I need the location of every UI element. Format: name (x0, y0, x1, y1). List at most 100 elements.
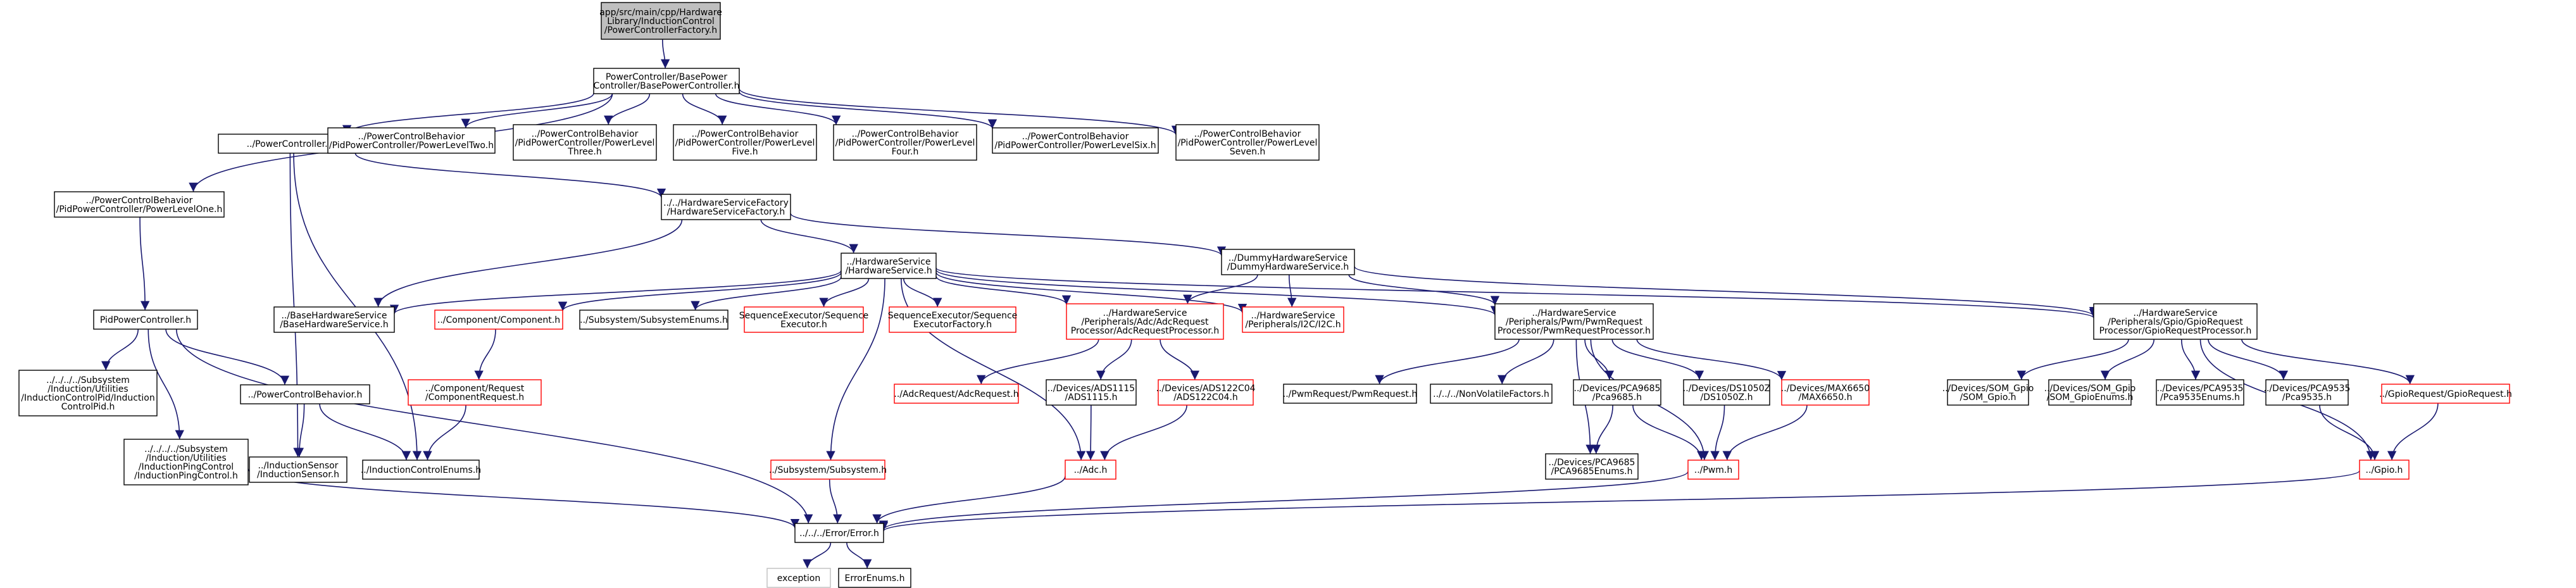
node-label-line: /PidPowerController/PowerLevelSix.h (994, 141, 1156, 151)
file-node-pca9535e[interactable]: ../Devices/PCA9535/Pca9535Enums.h (2156, 379, 2244, 406)
file-node-gpioreq[interactable]: ../GpioRequest/GpioRequest.h (2379, 384, 2512, 404)
file-node-sse[interactable]: ../Subsystem/SubsystemEnums.h (579, 310, 728, 330)
node-box (833, 124, 977, 161)
node-label-line: ../Devices/PCA9535 (2157, 384, 2244, 394)
edge-adcrp-to-adcreq (977, 339, 1099, 385)
file-node-pwm[interactable]: ../Pwm.h (1687, 460, 1739, 480)
node-label-line: ../../../../Subsystem (46, 375, 130, 385)
node-label-line: ../../../../Subsystem (144, 444, 228, 454)
node-box (889, 306, 1016, 333)
file-node-subsys[interactable]: ../Subsystem/Subsystem.h (769, 460, 887, 480)
node-label-line: ../GpioRequest/GpioRequest.h (2379, 389, 2512, 399)
file-node-pwmrp[interactable]: ../HardwareService/Peripherals/Pwm/PwmRe… (1494, 303, 1654, 340)
node-label-line: ../PowerControlBehavior (358, 132, 465, 142)
file-node-i2c[interactable]: ../HardwareService/Peripherals/I2C/I2C.h (1242, 306, 1344, 333)
edge-hs-to-subsys (826, 278, 885, 461)
edge-pwmrp-to-pwmreq (1375, 339, 1520, 385)
file-node-adcrp[interactable]: ../HardwareService/Peripherals/Adc/AdcRe… (1066, 303, 1224, 340)
file-node-pl2[interactable]: ../PowerControlBehavior/PidPowerControll… (327, 127, 496, 154)
node-label-line: /Induction/Utilities (47, 384, 128, 394)
node-label-line: Four.h (892, 147, 919, 157)
file-node-hsf[interactable]: ../../HardwareServiceFactory/HardwareSer… (661, 194, 791, 220)
node-label-line: ControlPid.h (61, 402, 115, 412)
file-node-ads1115[interactable]: ../Devices/ADS1115/ADS1115.h (1046, 379, 1137, 406)
edge-dhs-to-i2c (1287, 274, 1297, 308)
node-box (362, 460, 480, 480)
file-node-pl4[interactable]: ../PowerControlBehavior/PidPowerControll… (833, 124, 977, 161)
node-label-line: ../../HardwareServiceFactory (663, 198, 789, 208)
file-node-gpiorp[interactable]: ../HardwareService/Peripherals/Gpio/Gpio… (2093, 303, 2258, 340)
file-node-pl5[interactable]: ../PowerControlBehavior/PidPowerControll… (673, 124, 817, 161)
node-label-line: Library/InductionControl (607, 16, 715, 27)
file-node-bhs[interactable]: ../BaseHardwareService/BaseHardwareServi… (273, 306, 395, 333)
file-node-ice[interactable]: ../InductionControlEnums.h (361, 460, 481, 480)
file-node-seqf[interactable]: SequenceExecutor/SequenceExecutorFactory… (888, 306, 1018, 333)
file-node-icpid[interactable]: ../../../../Subsystem/Induction/Utilitie… (18, 370, 158, 416)
node-box (273, 306, 395, 333)
edge-gpiorp-to-somgpioe (2100, 339, 2155, 380)
edge-pwmrp-to-max6650 (1636, 339, 1787, 380)
node-label-line: /HardwareService.h (845, 266, 932, 276)
file-nodes: app/src/main/cpp/HardwareLibrary/Inducti… (18, 2, 2512, 588)
file-node-somgpioe[interactable]: ../Devices/SOM_Gpio/SOM_GpioEnums.h (2044, 379, 2136, 406)
file-node-pl7[interactable]: ../PowerControlBehavior/PidPowerControll… (1175, 124, 1320, 161)
edge-subsys-to-err (828, 479, 842, 524)
edge-hs-to-adc (901, 278, 1086, 461)
node-label-line: ../Subsystem/SubsystemEnums.h (580, 315, 728, 325)
file-node-adc[interactable]: ../Adc.h (1065, 460, 1116, 480)
edge-gpiorp-to-pca9535 (2208, 339, 2289, 380)
file-node-pl3[interactable]: ../PowerControlBehavior/PidPowerControll… (513, 124, 657, 161)
file-node-nvf[interactable]: ../../../NonVolatileFactors.h (1430, 384, 1553, 404)
node-box (1066, 303, 1224, 340)
file-node-comp[interactable]: ../Component/Component.h (434, 310, 563, 330)
file-node-isens[interactable]: ../InductionSensor/InductionSensor.h (249, 456, 347, 483)
file-node-pcb[interactable]: ../PowerControlBehavior.h (240, 384, 370, 404)
node-label-line: /PidPowerController/PowerLevel (515, 138, 655, 148)
file-node-adcreq[interactable]: ../AdcRequest/AdcRequest.h (894, 384, 1019, 404)
file-node-bpc[interactable]: PowerController/BasePowerController/Base… (593, 68, 740, 94)
file-node-ipc[interactable]: ../../../../Subsystem/Induction/Utilitie… (123, 439, 249, 485)
node-label-line: ../Devices/SOM_Gpio (1942, 384, 2034, 394)
node-box (1046, 379, 1137, 406)
file-node-seqe[interactable]: SequenceExecutor/SequenceExecutor.h (739, 306, 869, 333)
file-node-dhs[interactable]: ../DummyHardwareService/DummyHardwareSer… (1221, 249, 1355, 275)
node-label-line: /InductionPingControl (139, 462, 234, 472)
file-node-pca9685[interactable]: ../Devices/PCA9685/Pca9685.h (1573, 379, 1661, 406)
edge-pl1-to-pidpc (139, 216, 150, 311)
file-node-max6650[interactable]: ../Devices/MAX6650/MAX6650.h (1781, 379, 1870, 406)
file-node-errenum[interactable]: ErrorEnums.h (838, 568, 911, 588)
edge-adc-to-err (872, 475, 1066, 524)
file-node-pca9685e[interactable]: ../Devices/PCA9685/PCA9685Enums.h (1545, 453, 1639, 480)
edge-hsf-to-hs (760, 219, 858, 254)
file-node-pwmreq[interactable]: ../PwmRequest/PwmRequest.h (1283, 384, 1417, 404)
file-node-hs[interactable]: ../HardwareService/HardwareService.h (841, 253, 937, 279)
file-node-pl6[interactable]: ../PowerControlBehavior/PidPowerControll… (992, 127, 1159, 154)
file-node-somgpio[interactable]: ../Devices/SOM_Gpio/SOM_Gpio.h (1942, 379, 2034, 406)
node-label-line: /ADS122C04.h (1173, 392, 1238, 403)
edge-hs-to-gpiorp (935, 267, 2098, 319)
edge-pidpc-to-icpid (101, 328, 139, 371)
node-label-line: ../Component/Request (425, 384, 525, 394)
file-node-compreq[interactable]: ../Component/Request/ComponentRequest.h (408, 379, 542, 406)
node-label-line: exception (777, 573, 820, 584)
file-node-gpio[interactable]: ../Gpio.h (2359, 460, 2410, 480)
file-node-exc[interactable]: exception (766, 568, 831, 588)
node-box (894, 384, 1019, 404)
edge-dhs-to-gpiorp (1354, 266, 2098, 317)
node-label-line: ../Subsystem/Subsystem.h (769, 465, 887, 475)
file-node-pca9535[interactable]: ../Devices/PCA9535/Pca9535.h (2264, 379, 2351, 406)
node-label-line: PidPowerController.h (100, 315, 191, 325)
file-node-pl1[interactable]: ../PowerControlBehavior/PidPowerControll… (54, 191, 225, 218)
node-label-line: /ComponentRequest.h (425, 392, 524, 403)
node-label-line: ../Devices/PCA9685 (1549, 458, 1635, 468)
file-node-ads122[interactable]: ../Devices/ADS122C04/ADS122C04.h (1156, 379, 1256, 406)
node-box (1494, 303, 1654, 340)
node-label-line: Controller/BasePowerController.h (594, 81, 740, 91)
node-label-line: ../InductionSensor (258, 461, 339, 471)
node-label-line: Processor/PwmRequestProcessor.h (1497, 326, 1651, 336)
node-label-line: /DummyHardwareService.h (1227, 262, 1349, 272)
file-node-pidpc[interactable]: PidPowerController.h (93, 310, 198, 330)
file-node-ds1050[interactable]: ../Devices/DS1050Z/DS1050Z.h (1683, 379, 1770, 406)
edge-hs-to-i2c (935, 272, 1247, 313)
file-node-err[interactable]: ../../../Error/Error.h (794, 523, 884, 543)
